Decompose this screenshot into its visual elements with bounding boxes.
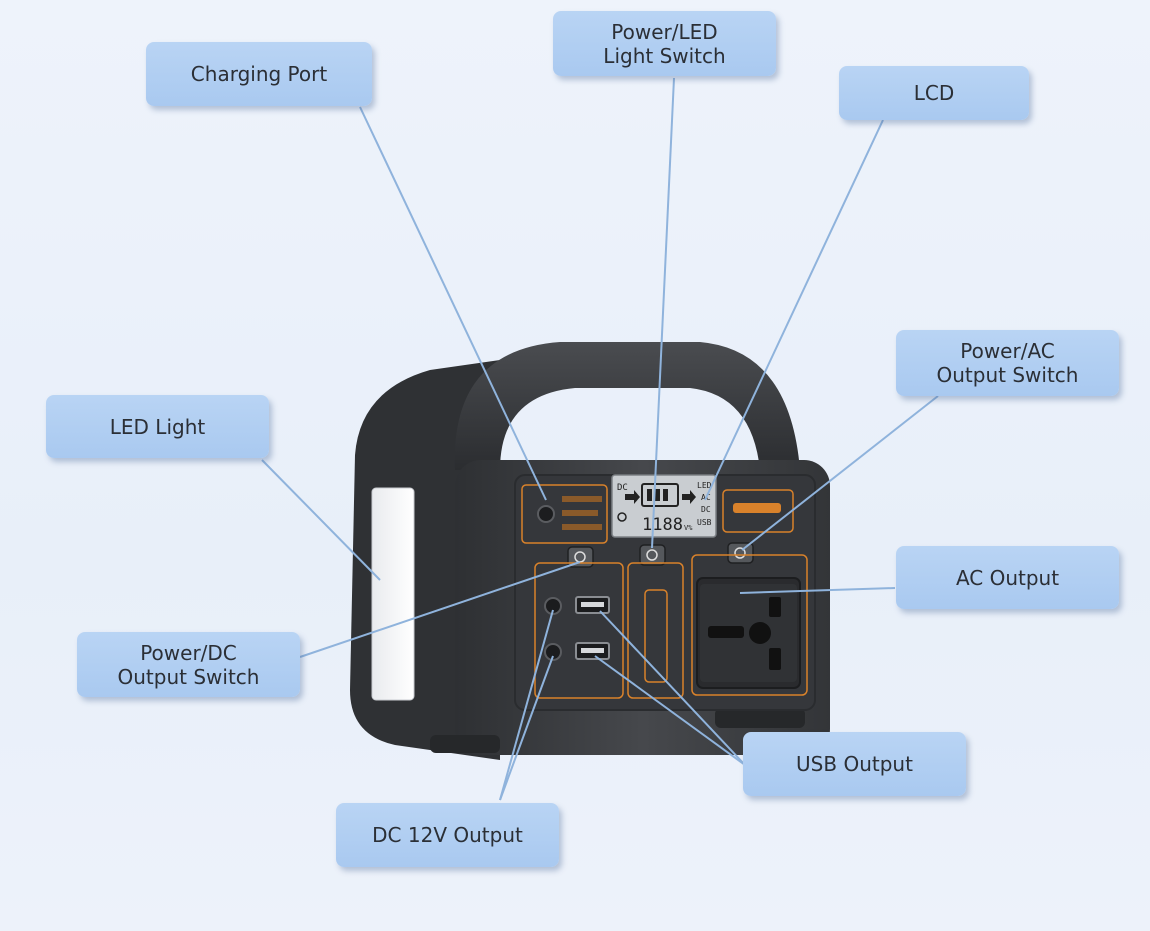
label-text: Power/DC Output Switch <box>117 640 260 689</box>
charging-port <box>537 505 555 523</box>
foot-right <box>715 708 805 728</box>
led-light-panel <box>371 487 415 701</box>
brand-logo <box>733 503 781 513</box>
ac-center-hole <box>749 622 771 644</box>
leader-led-light <box>261 459 381 581</box>
power-dc-switch-button <box>567 546 594 568</box>
charging-spec-1 <box>562 496 602 502</box>
lcd-battery-bar-2 <box>655 489 660 501</box>
leader-power-dc-switch <box>299 561 581 658</box>
power-ac-switch-button <box>727 542 754 564</box>
leader-ac-output <box>739 587 896 594</box>
dc-12v-port-1 <box>544 597 562 615</box>
lcd-arrow-left <box>625 490 640 504</box>
label-text: Charging Port <box>190 62 328 86</box>
power-icon <box>734 547 746 559</box>
ac-slot-top <box>769 597 781 617</box>
label-power-ac-switch: Power/AC Output Switch <box>896 330 1119 396</box>
lcd-led-label: LED <box>697 481 712 490</box>
carry-handle <box>454 342 800 470</box>
foot-left <box>430 735 500 753</box>
charging-spec-2 <box>562 510 598 516</box>
ac-section <box>691 554 808 696</box>
label-power-led-switch: Power/LED Light Switch <box>553 11 776 76</box>
lcd-usb-label: USB <box>697 518 712 527</box>
lcd-digits: 1188 <box>642 515 683 535</box>
leader-dc-12v-2 <box>499 655 554 801</box>
label-text: USB Output <box>796 752 913 776</box>
leader-power-led-switch <box>651 77 675 549</box>
usb-port-1-tongue <box>581 602 604 607</box>
label-charging-port: Charging Port <box>146 42 372 106</box>
leader-dc-12v-1 <box>499 609 554 801</box>
label-text: Power/AC Output Switch <box>936 339 1079 387</box>
label-ac-output: AC Output <box>896 546 1119 609</box>
ac-slot-bottom <box>769 648 781 670</box>
label-text: LCD <box>913 81 955 105</box>
lcd-battery-bar-3 <box>663 489 668 501</box>
label-dc-12v-output: DC 12V Output <box>336 803 559 867</box>
label-power-dc-switch: Power/DC Output Switch <box>77 632 300 697</box>
leader-lines <box>261 77 939 801</box>
label-text: LED Light <box>109 414 206 439</box>
ac-slot-left <box>708 626 744 638</box>
leader-usb-output-1 <box>599 610 746 766</box>
label-text: AC Output <box>955 565 1060 590</box>
lcd-digits-unit: V% <box>684 524 693 532</box>
label-led-light: LED Light <box>46 395 269 458</box>
dc-12v-port-2 <box>544 643 562 661</box>
label-usb-output: USB Output <box>743 732 966 796</box>
leader-lcd <box>704 119 884 501</box>
leader-usb-output-2 <box>594 655 746 766</box>
power-icon <box>646 549 658 561</box>
lcd-dc-label: DC <box>617 483 628 493</box>
lcd-indicator-icon <box>617 512 627 522</box>
charging-port-area <box>521 484 608 544</box>
lcd-battery-bar-1 <box>647 489 652 501</box>
middle-slot <box>644 589 668 683</box>
leader-charging-port <box>359 106 547 501</box>
leader-power-ac-switch <box>741 395 939 551</box>
middle-section <box>627 562 684 699</box>
lcd-arrow-right <box>682 490 696 504</box>
lcd-dc-right-label: DC <box>701 505 711 514</box>
power-station-device: DC 1188 V% LED AC DC USB <box>350 342 830 760</box>
charging-spec-3 <box>562 524 602 530</box>
label-text: Power/LED Light Switch <box>603 19 726 68</box>
usb-port-2-tongue <box>581 648 604 653</box>
lcd-battery-icon <box>641 483 679 507</box>
label-lcd: LCD <box>839 66 1029 120</box>
label-text: DC 12V Output <box>372 823 523 847</box>
